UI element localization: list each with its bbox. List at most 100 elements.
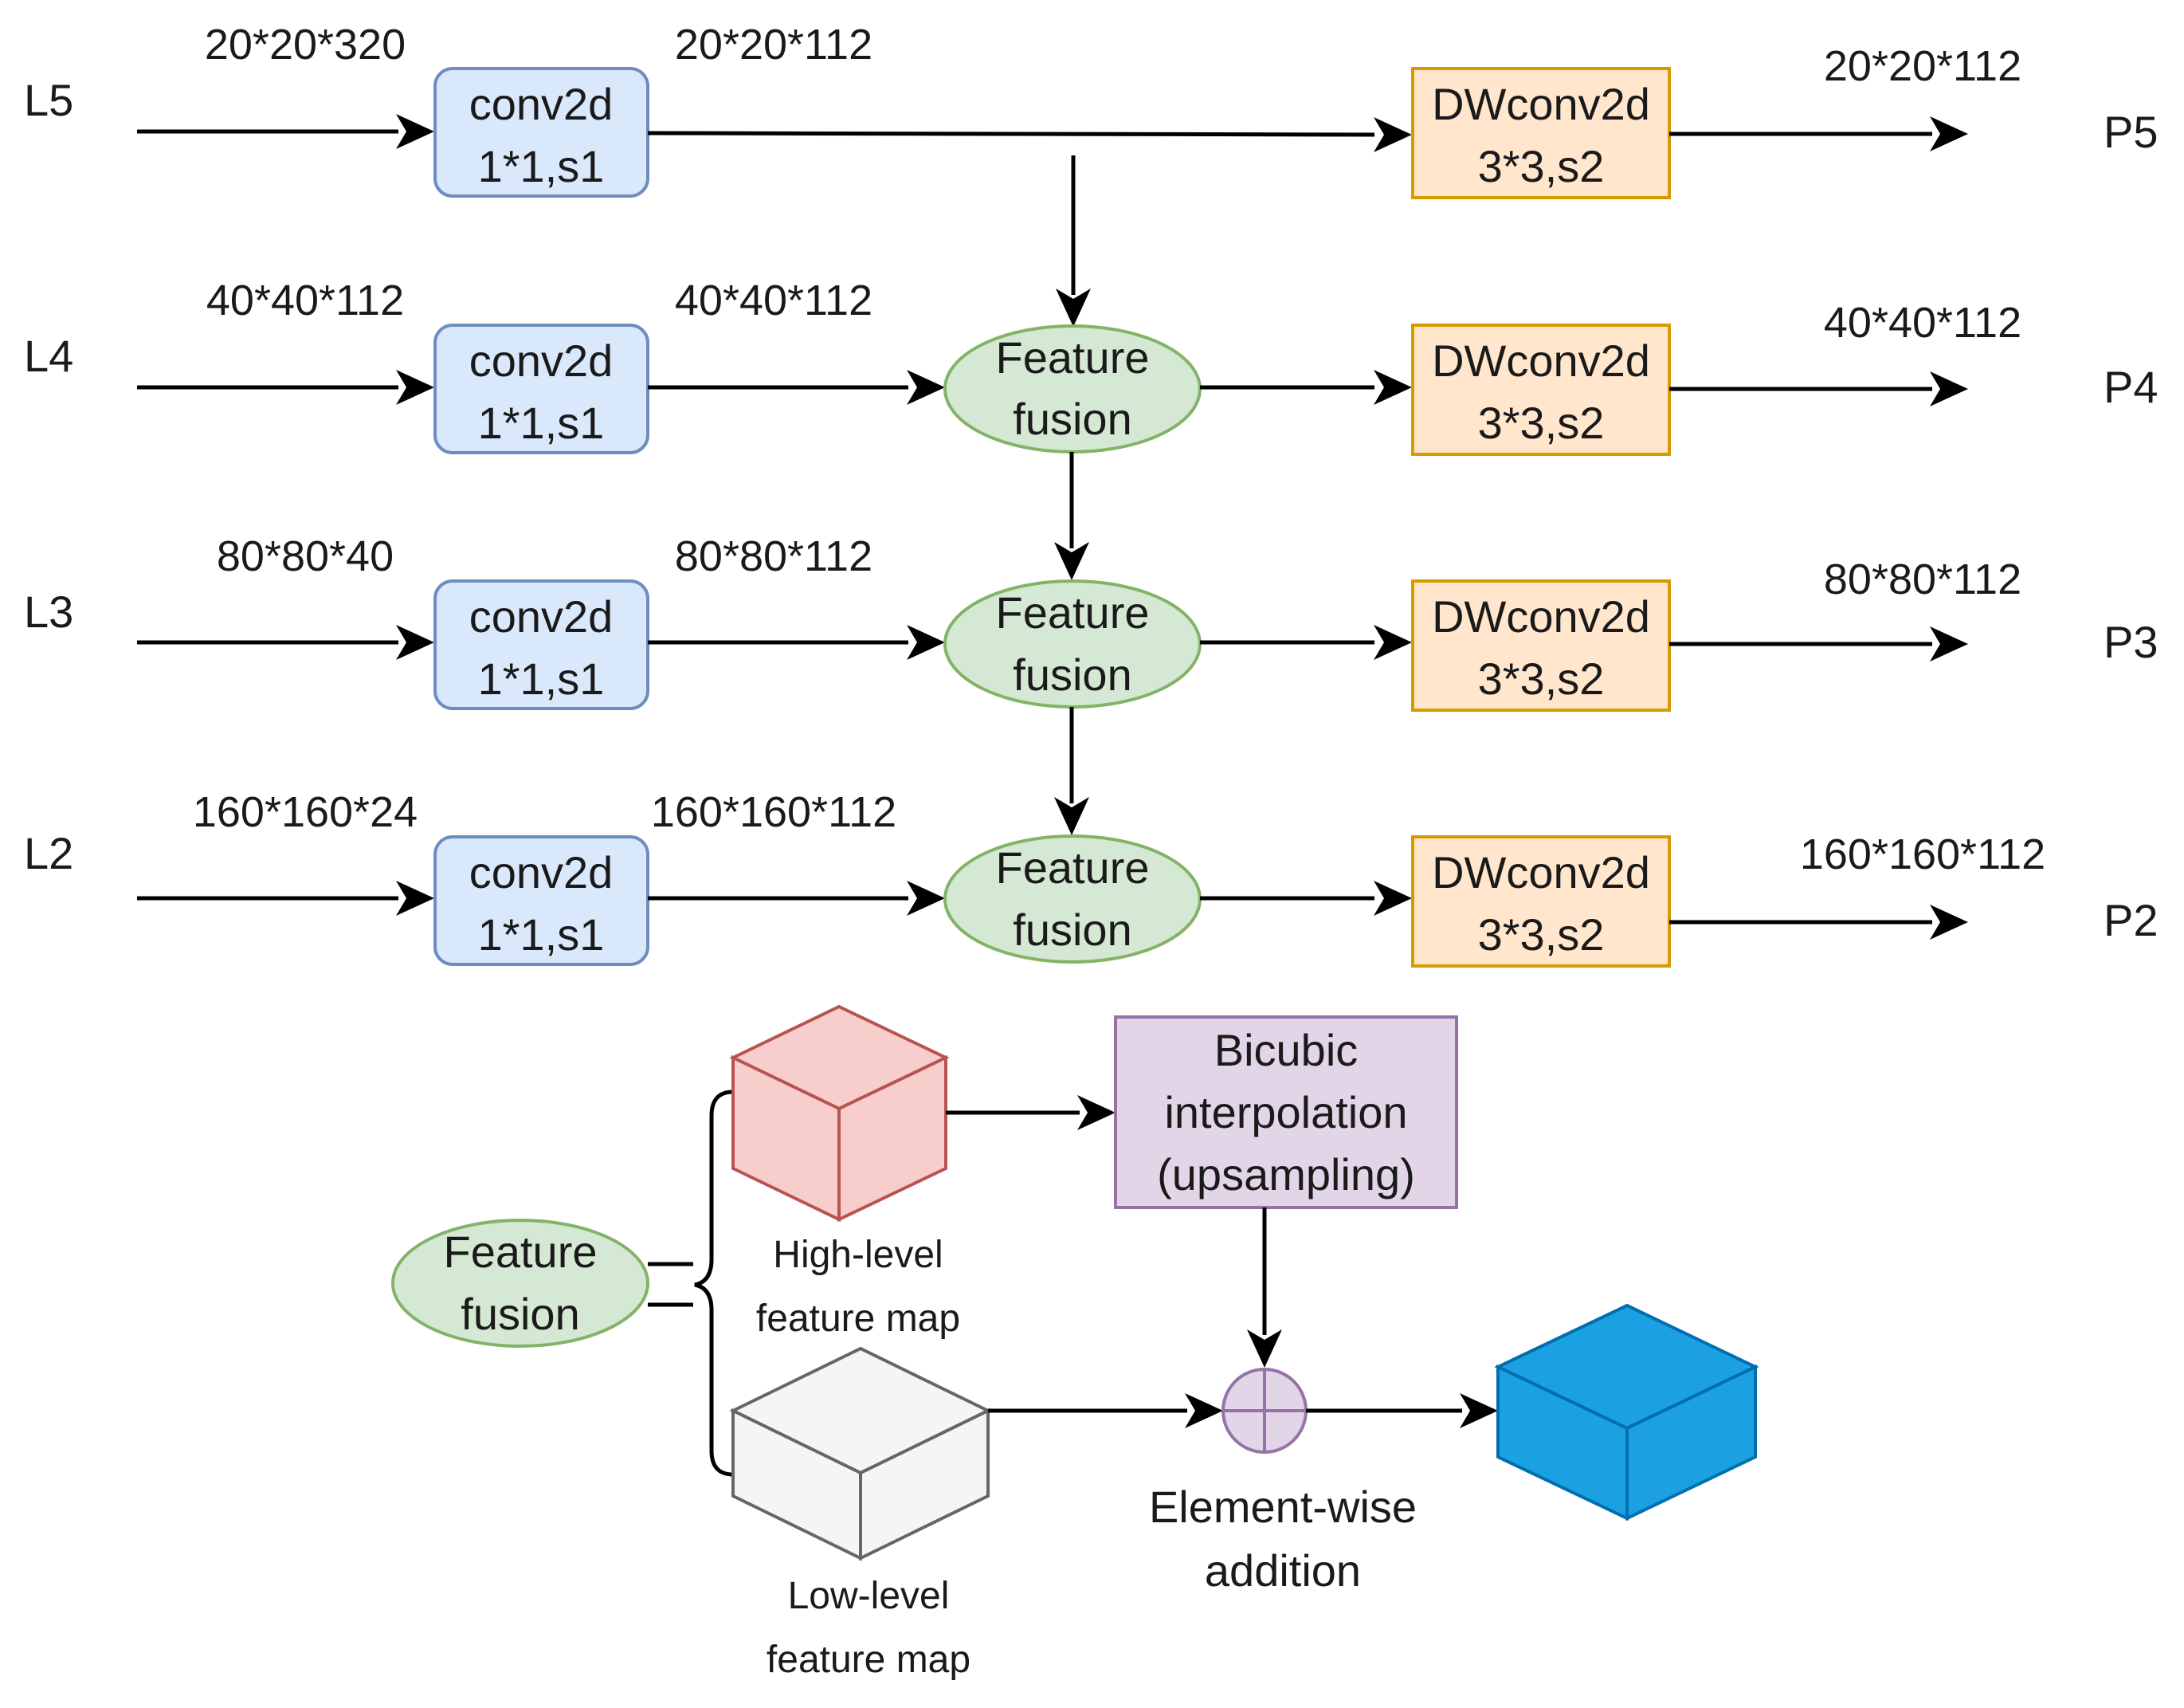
conv-label-l3: conv2d [469,591,614,642]
conv-params-l4: 1*1,s1 [478,398,605,448]
high-level-label2: feature map [756,1298,960,1340]
output-dim-l3: 80*80*112 [1824,556,2021,603]
output-dim-l2: 160*160*112 [1800,830,2045,878]
legend-fusion-label2: fusion [461,1289,579,1339]
addition-label1: Element-wise [1149,1482,1417,1532]
conv-out-dim-l5: 20*20*112 [675,21,872,69]
arrowhead-dw-l3 [1374,625,1412,660]
arrowhead-output-cube [1460,1393,1498,1428]
conv-out-dim-l3: 80*80*112 [675,532,872,580]
arrowhead-fusion-l3-to-l2 [1054,797,1089,835]
dwconv-block-l4 [1411,324,1671,456]
output-label-p2: P2 [2104,895,2159,945]
arrowhead-fusion-l2 [907,881,945,916]
out-cube-right [1625,1364,1757,1521]
level-label-l2: L2 [24,828,73,878]
arrowhead-bicubic [1077,1095,1116,1130]
dwconv-params-l4: 3*3,s2 [1478,398,1605,448]
output-label-p3: P3 [2104,617,2159,667]
arrowhead-input-l4 [396,370,434,405]
output-label-p5: P5 [2104,107,2159,157]
curly-brace [694,1090,734,1477]
output-dim-l5: 20*20*112 [1824,42,2021,90]
arrowhead-input-l5 [396,114,434,149]
output-cube [1494,1303,1759,1521]
arrowhead-dw-l4 [1374,370,1412,405]
row-l3: L3 80*80*40 conv2d 1*1,s1 80*80*112 Feat… [24,532,2159,712]
legend-fusion-label: Feature [444,1227,598,1277]
conv-params-l3: 1*1,s1 [478,654,605,704]
legend-fusion-node [391,1219,649,1348]
dwconv-label-l2: DWconv2d [1432,847,1650,897]
conv-out-dim-l2: 160*160*112 [651,788,896,836]
high-level-label: High-level [773,1234,943,1276]
dwconv-block-l5 [1411,67,1671,199]
conv-label-l5: conv2d [469,79,614,129]
arrowhead-fusion-l4-to-l3 [1054,542,1089,580]
arrow-conv-to-dw-l5 [647,131,1375,137]
dwconv-params-l5: 3*3,s2 [1478,141,1605,191]
dwconv-params-l3: 3*3,s2 [1478,654,1605,704]
arrowhead-input-l2 [396,881,434,916]
row-l5: L5 20*20*320 conv2d 1*1,s1 20*20*112 DWc… [24,21,2159,199]
conv-block-l5 [433,67,649,198]
input-dim-l4: 40*40*112 [206,277,404,324]
low-level-label: Low-level [788,1575,950,1617]
dwconv-label-l4: DWconv2d [1432,336,1650,386]
conv-params-l5: 1*1,s1 [478,141,605,191]
dwconv-label-l5: DWconv2d [1432,79,1650,129]
fusion-label-l4: Feature [996,332,1150,383]
arrowhead-add-left [1185,1393,1223,1428]
high-cube-right [837,1054,947,1223]
dwconv-block-l2 [1411,835,1671,968]
fusion-label2-l2: fusion [1013,905,1131,955]
dwconv-block-l3 [1411,579,1671,712]
fusion-label-l3: Feature [996,587,1150,638]
output-label-p4: P4 [2104,362,2159,412]
level-label-l3: L3 [24,587,73,637]
conv-block-l2 [433,835,649,966]
input-dim-l3: 80*80*40 [217,532,394,580]
arrowhead-l5-to-fusion [1056,289,1091,327]
arrowhead-input-l3 [396,625,434,660]
row-l2: L2 160*160*24 conv2d 1*1,s1 160*160*112 … [24,788,2159,968]
input-dim-l5: 20*20*320 [205,21,406,69]
fusion-label-l2: Feature [996,842,1150,893]
input-dim-l2: 160*160*24 [193,788,418,836]
bicubic-label3: (upsampling) [1157,1149,1415,1200]
arrowhead-add-top [1247,1329,1282,1368]
arrowhead-fusion-l4 [907,370,945,405]
fusion-label2-l3: fusion [1013,650,1131,700]
dwconv-params-l2: 3*3,s2 [1478,909,1605,960]
high-level-cube [729,1004,950,1223]
addition-label2: addition [1205,1545,1361,1596]
bicubic-label2: interpolation [1164,1087,1407,1137]
arrowhead-output-l5 [1930,116,1968,151]
conv-params-l2: 1*1,s1 [478,909,605,960]
arrowhead-output-l3 [1930,626,1968,662]
conv-out-dim-l4: 40*40*112 [675,277,872,324]
element-wise-addition-icon [1221,1368,1308,1454]
low-level-cube [729,1346,992,1561]
row-l4: L4 40*40*112 conv2d 1*1,s1 40*40*112 Fea… [24,277,2159,456]
bicubic-block [1114,1015,1458,1209]
output-dim-l4: 40*40*112 [1824,299,2021,347]
arrowhead-output-l4 [1930,371,1968,406]
dwconv-label-l3: DWconv2d [1432,591,1650,642]
bicubic-label1: Bicubic [1214,1025,1359,1075]
fusion-label2-l4: fusion [1013,394,1131,444]
low-cube-right [859,1408,990,1561]
arrowhead-dw-l2 [1374,881,1412,916]
arrowhead-dw-l5 [1374,117,1412,152]
level-label-l4: L4 [24,331,73,381]
fusion-detail: Feature fusion High-level feature map Lo… [391,1004,1759,1681]
arrowhead-output-l2 [1930,905,1968,940]
conv-label-l2: conv2d [469,847,614,897]
low-level-label2: feature map [767,1639,970,1681]
level-label-l5: L5 [24,75,73,125]
arrowhead-fusion-l3 [907,625,945,660]
conv-block-l3 [433,579,649,710]
conv-label-l4: conv2d [469,336,614,386]
